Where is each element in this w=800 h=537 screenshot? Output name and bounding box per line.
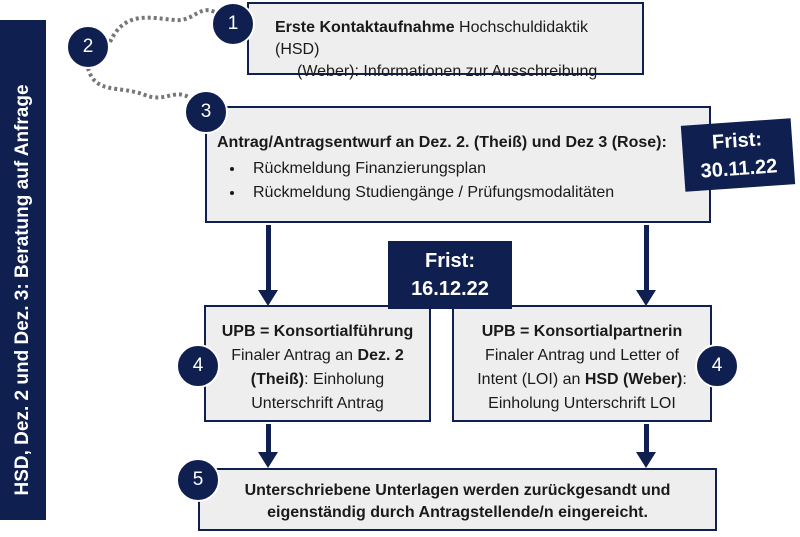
step1-line1: Erste Kontaktaufnahme Hochschuldidaktik … [275,17,634,61]
step1-badge: 1 [211,2,255,46]
arrow-left-top-shaft [266,225,271,291]
step1-line2: (Weber): Informationen zur Ausschreibung [297,63,598,80]
arrow-right-top-head [636,290,656,306]
step4-right-title: UPB = Konsortialpartnerin [481,323,683,340]
frist-16-12-box: Frist: 16.12.22 [388,241,512,309]
connector-2-to-3 [86,67,192,100]
step5-line2: eigenständig durch Antragstellende/n ein… [267,504,648,521]
step4-right-line-c: Einholung Unterschrift LOI [488,395,676,412]
step5-box: Unterschriebene Unterlagen werden zurück… [198,468,717,531]
step4-left-line-c: Unterschrift Antrag [251,395,384,412]
arrow-left-bottom-head [258,452,278,468]
step4-right-badge: 4 [695,344,739,388]
frist-16-12-label: Frist: [425,250,475,272]
step3-box: Antrag/Antragsentwurf an Dez. 2. (Theiß)… [205,106,711,223]
arrow-left-top-head [258,290,278,306]
connector-2-to-1 [108,8,220,43]
frist-30-11-box: Frist: 30.11.22 [680,118,796,192]
arrow-right-top-shaft [644,225,649,291]
step1-text: Hochschuldidaktik (HSD) [275,19,588,58]
arrow-right-bottom-shaft [644,424,649,454]
step4-left-box: UPB = Konsortialführung Finaler Antrag a… [204,305,431,422]
step4-left-line-a: Finaler Antrag an Dez. 2 [231,347,404,364]
step4-left-title: UPB = Konsortialführung [221,323,414,340]
step5-line1: Unterschriebene Unterlagen werden zurück… [244,482,671,499]
step3-bullet-2: Rückmeldung Studiengänge / Prüfungsmodal… [245,182,699,204]
step4-right-line-b: Intent (LOI) an HSD (Weber): [477,371,687,388]
step3-bullet-1: Rückmeldung Finanzierungsplan [245,158,699,180]
step4-left-line-b: (Theiß): Einholung [250,371,385,388]
arrow-left-bottom-shaft [266,424,271,454]
step4-right-box: UPB = Konsortialpartnerin Finaler Antrag… [452,305,712,422]
step1-box: Erste Kontaktaufnahme Hochschuldidaktik … [247,2,644,80]
step4-right-line-a: Finaler Antrag und Letter of [485,347,679,364]
step3-heading: Antrag/Antragsentwurf an Dez. 2. (Theiß)… [217,134,667,151]
step3-badge: 3 [184,90,228,134]
step5-badge: 5 [176,458,220,502]
sidebar: HSD, Dez. 2 und Dez. 3: Beratung auf Anf… [0,20,46,520]
step2-badge: 2 [66,25,110,69]
step4-left-badge: 4 [176,344,220,388]
step3-bullets: Rückmeldung Finanzierungsplan Rückmeldun… [217,158,699,204]
step1-bold: Erste Kontaktaufnahme [275,19,455,36]
frist-16-12-date: 16.12.22 [411,278,489,300]
arrow-right-bottom-head [636,452,656,468]
